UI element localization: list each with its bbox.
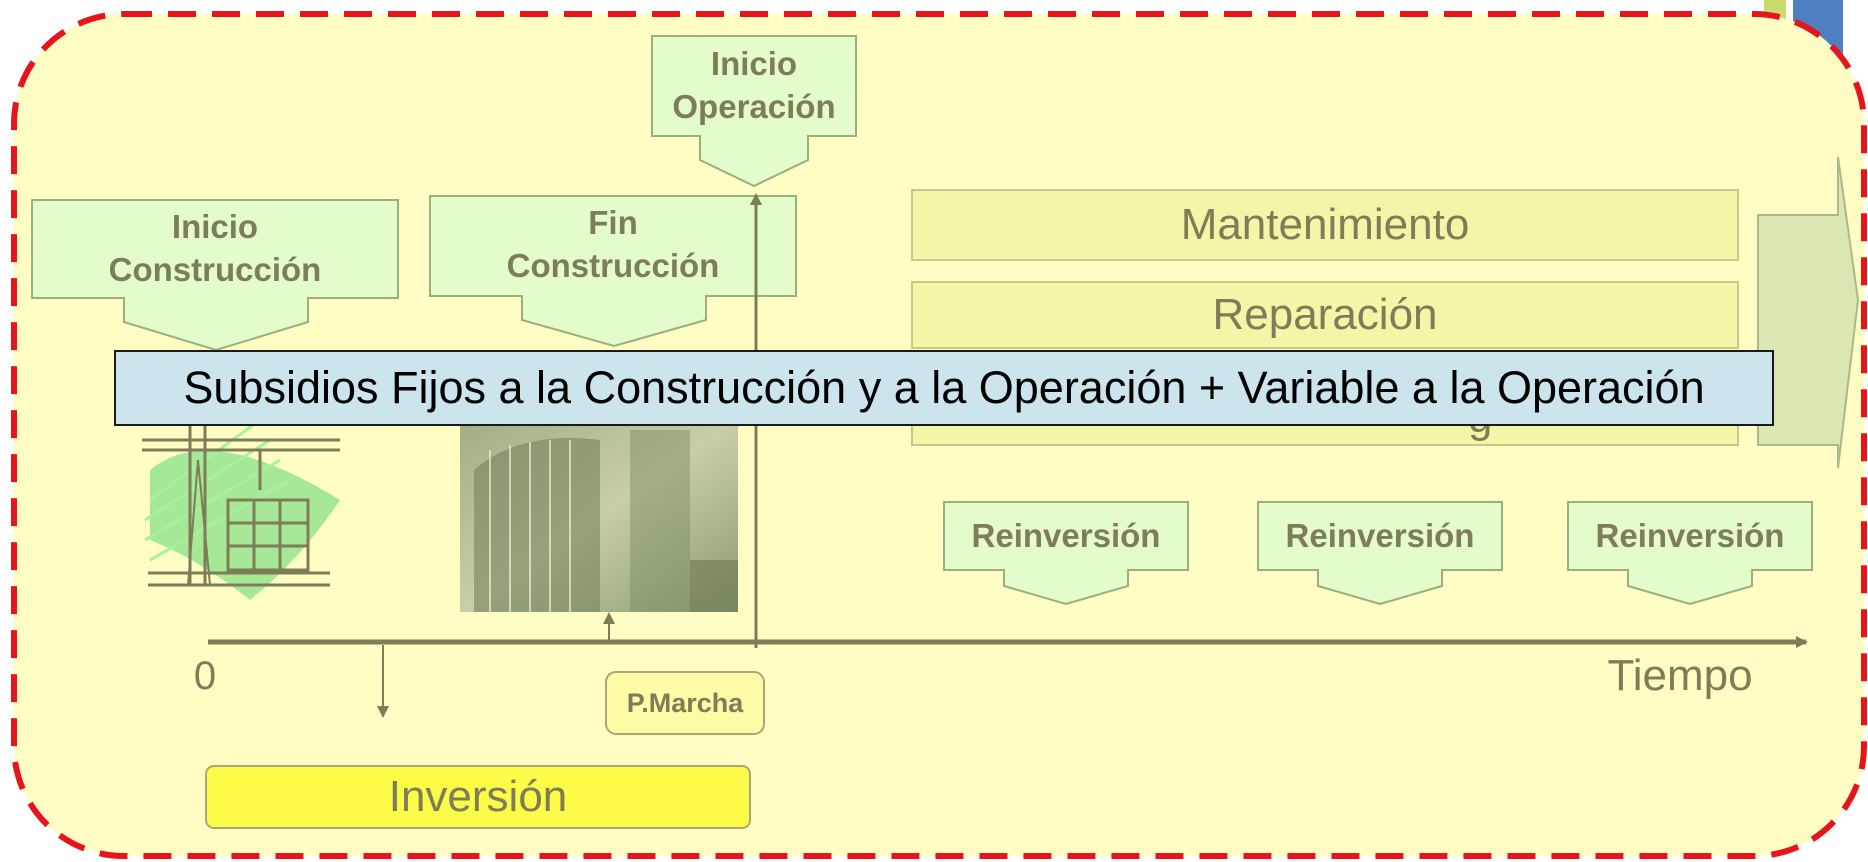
callout-inicio-construccion-shape — [31, 199, 399, 352]
label-reinversion-1: Reinversión — [971, 517, 1161, 554]
bar-reparacion — [911, 281, 1739, 349]
inversion-box — [205, 765, 751, 829]
callout-inicio-operacion-shape — [651, 35, 857, 188]
axis-time-label: Tiempo — [1607, 651, 1753, 700]
label-inicio-construccion: Inicio Construcción — [108, 208, 322, 288]
label-mantenimiento: Mantenimiento — [1180, 200, 1470, 249]
crane-clipart — [142, 418, 340, 600]
label-p-marcha: P.Marcha — [626, 687, 744, 718]
axis-origin-label: 0 — [193, 653, 217, 698]
callout-reinversion-2-shape — [1257, 501, 1503, 606]
bar-mantenimiento — [911, 189, 1739, 261]
callout-reinversion-1-shape — [943, 501, 1189, 606]
label-fin-construccion: Fin Construcción — [506, 204, 720, 284]
subsidy-banner: Subsidios Fijos a la Construcción y a la… — [114, 350, 1774, 426]
p-marcha-box — [605, 671, 765, 735]
label-inversion: Inversión — [388, 772, 568, 821]
label-inicio-operacion: Inicio Operación — [672, 45, 836, 125]
callout-reinversion-3-shape — [1567, 501, 1813, 606]
label-reinversion-2: Reinversión — [1285, 517, 1475, 554]
building-photo — [460, 420, 738, 612]
label-reinversion-3: Reinversión — [1595, 517, 1785, 554]
callout-fin-construccion-shape — [429, 195, 797, 348]
label-reparacion: Reparación — [1212, 290, 1438, 339]
period-arrow-shape — [1757, 156, 1860, 469]
